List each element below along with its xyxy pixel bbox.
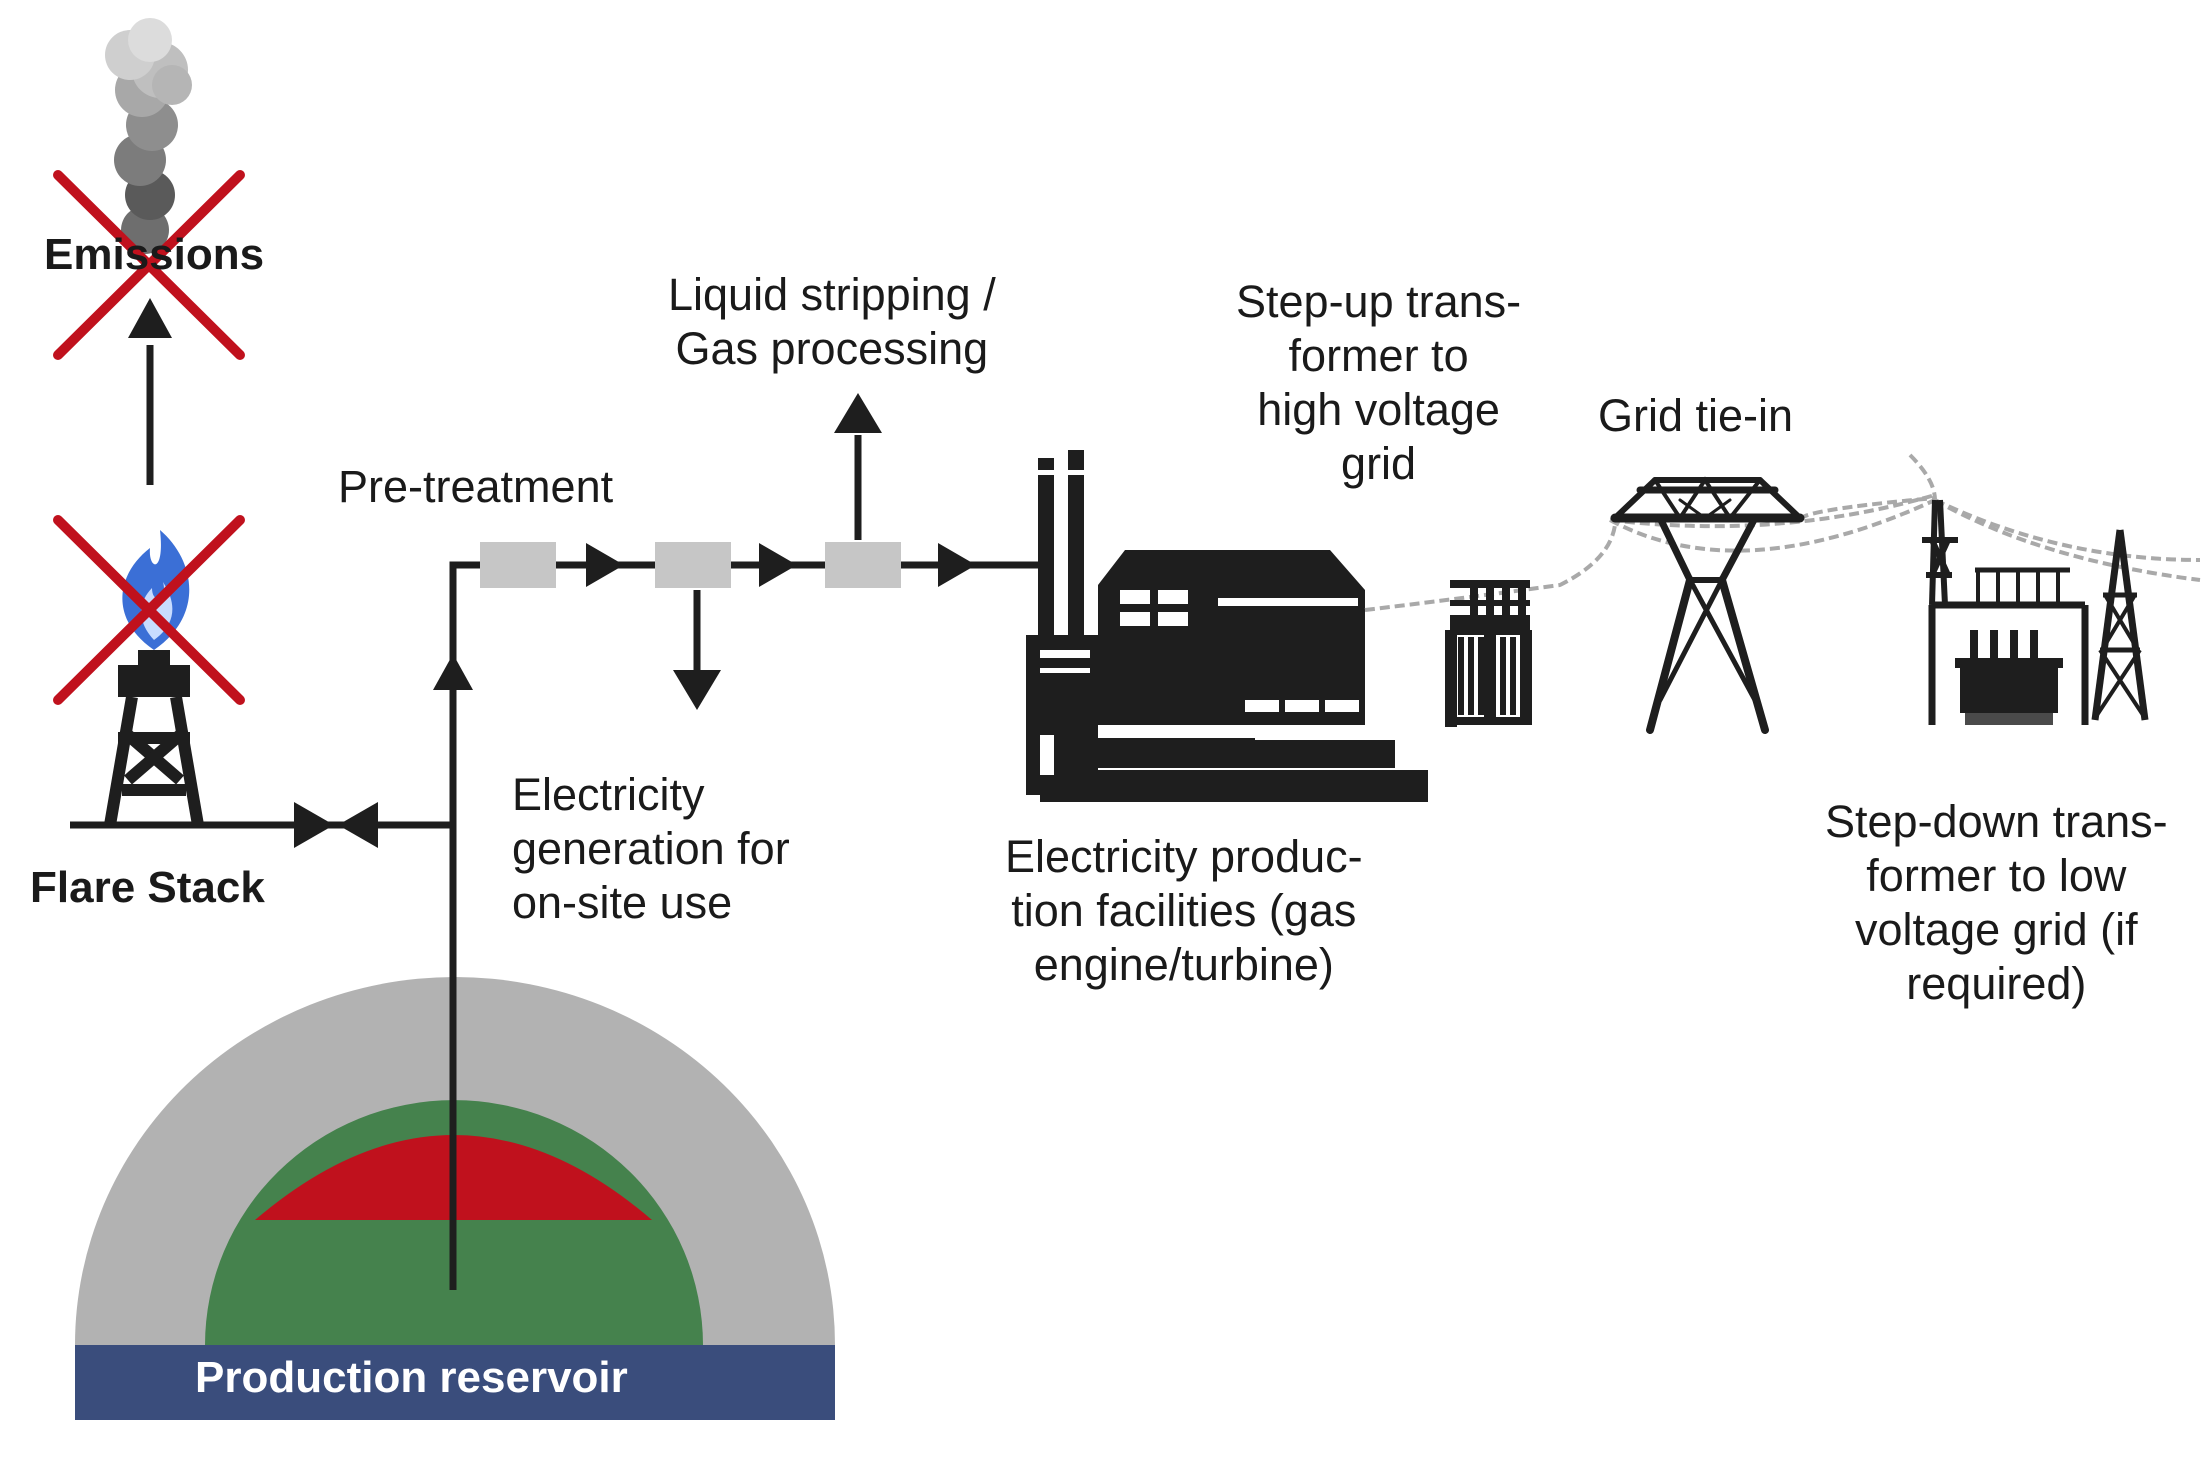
- arrow-up-emissions: [128, 298, 172, 338]
- electricity-production-line-2: tion facilities (gas: [1011, 885, 1357, 936]
- step-down-label: Step-down trans- former to low voltage g…: [1825, 795, 2168, 1011]
- arrow-up-main: [433, 654, 473, 690]
- emissions-label: Emissions: [44, 230, 265, 279]
- substation-icon: [1922, 499, 2149, 725]
- arrow-right-2: [759, 543, 797, 587]
- onsite-box: [655, 542, 731, 588]
- step-up-line-3: high voltage: [1257, 384, 1500, 435]
- step-up-label: Step-up trans- former to high voltage gr…: [1236, 275, 1521, 491]
- step-up-line-1: Step-up trans-: [1236, 276, 1522, 327]
- valve-right: [338, 802, 378, 848]
- power-lines: [1364, 453, 2201, 612]
- arrow-down-onsite: [673, 670, 721, 710]
- flow-lines: [70, 345, 1040, 1290]
- flare-tower-icon: [104, 650, 204, 827]
- electricity-production-line-3: engine/turbine): [1033, 939, 1334, 990]
- liquid-stripping-line-1: Liquid stripping /: [668, 269, 996, 320]
- step-up-line-4: grid: [1341, 438, 1417, 489]
- step-down-line-3: voltage grid (if: [1855, 904, 2138, 955]
- onsite-generation-line-1: Electricity: [512, 769, 705, 820]
- smoke-icon: [105, 18, 192, 254]
- onsite-generation-line-2: generation for: [512, 823, 790, 874]
- reservoir-label: Production reservoir: [195, 1353, 628, 1402]
- pre-treatment-label: Pre-treatment: [338, 461, 614, 512]
- valve-left: [294, 802, 334, 848]
- step-down-line-4: required): [1906, 958, 2087, 1009]
- pylon-icon: [1610, 476, 1805, 734]
- onsite-generation-line-3: on-site use: [512, 877, 733, 928]
- electricity-production-line-1: Electricity produc-: [1005, 831, 1363, 882]
- process-boxes: [480, 542, 901, 588]
- flare-stack-label: Flare Stack: [30, 863, 265, 912]
- step-down-line-2: former to low: [1866, 850, 2127, 901]
- electricity-production-label: Electricity produc- tion facilities (gas…: [1005, 830, 1363, 992]
- liquid-stripping-label: Liquid stripping / Gas processing: [668, 268, 996, 376]
- arrow-right-1: [586, 543, 624, 587]
- step-up-line-2: former to: [1288, 330, 1469, 381]
- arrow-heads: [128, 298, 976, 848]
- liquid-stripping-line-2: Gas processing: [675, 323, 989, 374]
- gas-processing-box: [825, 542, 901, 588]
- onsite-generation-label: Electricity generation for on-site use: [512, 768, 790, 930]
- transformer-icon: [1445, 580, 1532, 727]
- cross-icons: [53, 170, 245, 705]
- arrow-up-liquid: [834, 393, 882, 433]
- power-plant-icon: [1026, 448, 1428, 802]
- arrow-right-3: [938, 543, 976, 587]
- pre-treatment-box: [480, 542, 556, 588]
- grid-tie-in-label: Grid tie-in: [1598, 390, 1794, 441]
- step-down-line-1: Step-down trans-: [1825, 796, 2168, 847]
